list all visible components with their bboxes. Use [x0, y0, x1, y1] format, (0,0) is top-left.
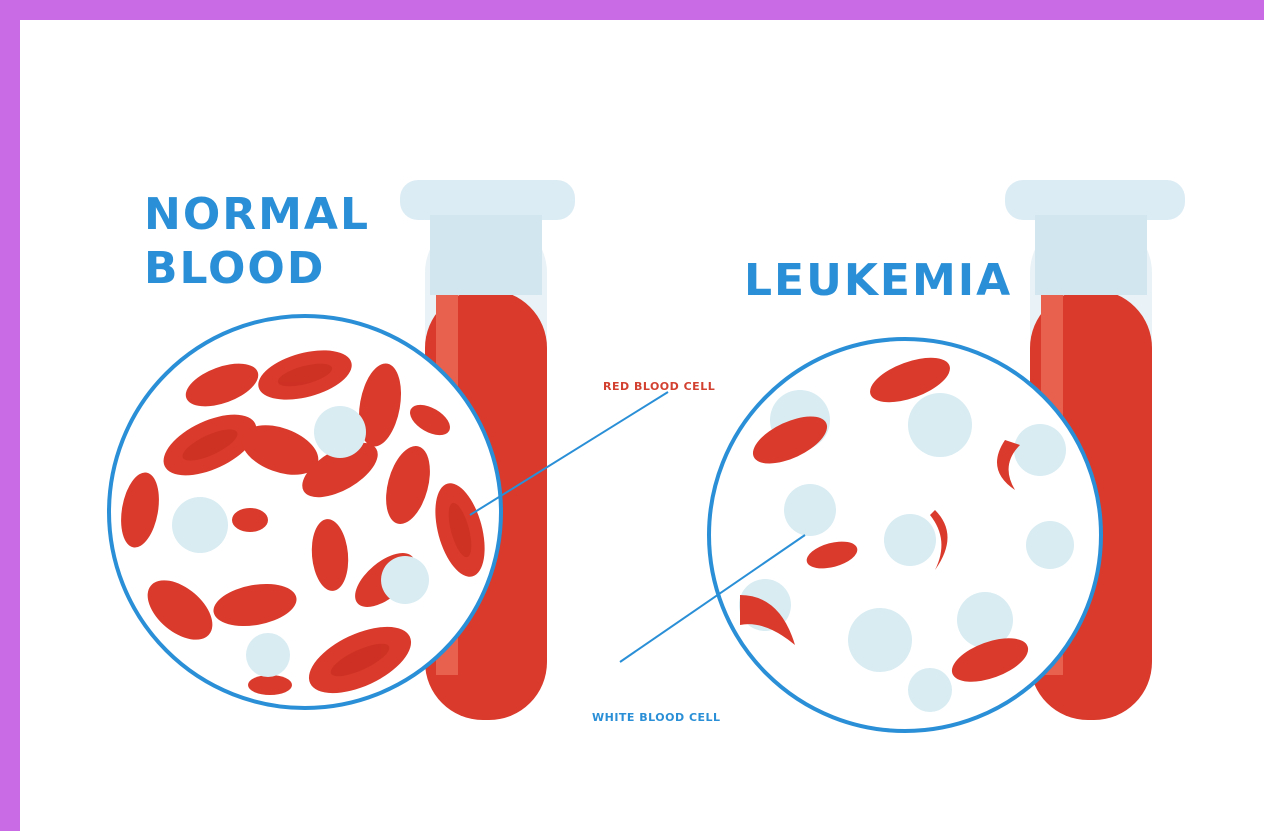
title-normal-line1: NORMAL [144, 188, 404, 242]
title-leukemia: LEUKEMIA [744, 254, 1012, 308]
magnifier-leukemia [709, 339, 1101, 731]
label-red-blood-cell: RED BLOOD CELL [603, 380, 715, 393]
title-normal-line2: BLOOD [144, 242, 404, 296]
diagram-artwork [20, 20, 1264, 831]
diagram-frame: NORMAL BLOOD LEUKEMIA RED BLOOD CELL WHI… [20, 20, 1264, 831]
label-white-blood-cell: WHITE BLOOD CELL [592, 711, 721, 724]
magnifier-normal [109, 316, 501, 708]
title-normal-blood: NORMAL BLOOD [144, 188, 404, 296]
